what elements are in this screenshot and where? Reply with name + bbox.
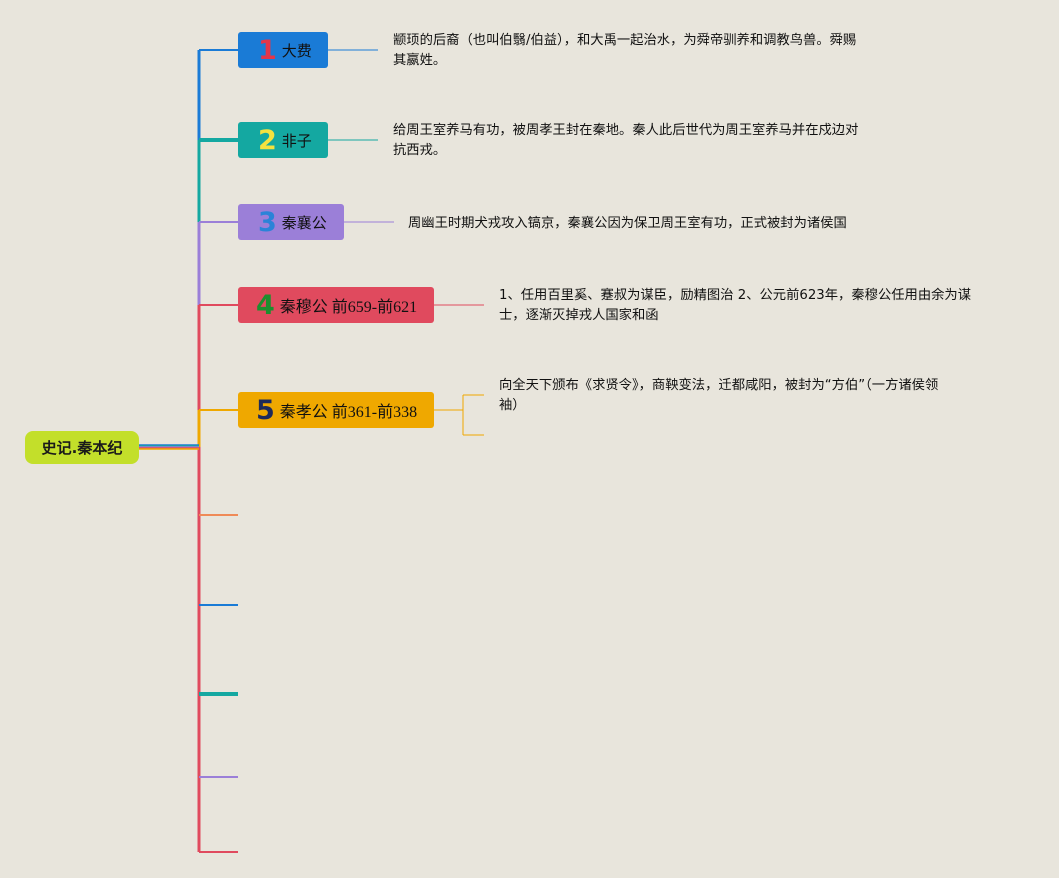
node-number-4: 4 <box>256 289 275 321</box>
description-line: 士，逐渐灭掉戎人国家和函 <box>499 308 659 323</box>
node-number-1: 1 <box>258 34 277 66</box>
node-description-3: 周幽王时期犬戎攻入镐京，秦襄公因为保卫周王室有功，正式被封为诸侯国 <box>408 214 847 234</box>
node-description-1: 颛顼的后裔（也叫伯翳/伯益），和大禹一起治水，为舜帝驯养和调教鸟兽。舜赐其嬴姓。 <box>393 31 856 71</box>
node-label-4: 秦穆公 前659-前621 <box>279 299 418 316</box>
node-description-2: 给周王室养马有功，被周孝王封在秦地。秦人此后世代为周王室养马并在戍边对抗西戎。 <box>393 121 858 161</box>
description-line: 抗西戎。 <box>393 143 447 158</box>
description-line: 1、任用百里奚、蹇叔为谋臣，励精图治 2、公元前623年，秦穆公任用由余为谋 <box>499 288 972 303</box>
node-number-3: 3 <box>258 206 277 238</box>
node-label-5: 秦孝公 前361-前338 <box>279 404 418 421</box>
description-line: 其嬴姓。 <box>393 53 447 68</box>
description-line: 向全天下颁布《求贤令》，商鞅变法，迁都咸阳，被封为“方伯”（一方诸侯领 <box>499 378 939 393</box>
root-topic[interactable]: 史记.秦本纪 <box>25 431 139 464</box>
node-label-1: 大费 <box>281 41 312 60</box>
node-label-3: 秦襄公 <box>281 213 327 232</box>
node-label-2: 非子 <box>281 131 312 150</box>
description-line: 周幽王时期犬戎攻入镐京，秦襄公因为保卫周王室有功，正式被封为诸侯国 <box>408 216 847 231</box>
description-line: 颛顼的后裔（也叫伯翳/伯益），和大禹一起治水，为舜帝驯养和调教鸟兽。舜赐 <box>393 33 857 48</box>
node-number-5: 5 <box>256 394 275 426</box>
description-line: 袖） <box>499 398 526 413</box>
node-number-2: 2 <box>258 124 277 156</box>
node-description-5: 向全天下颁布《求贤令》，商鞅变法，迁都咸阳，被封为“方伯”（一方诸侯领袖） <box>499 376 938 416</box>
root-topic-label: 史记.秦本纪 <box>41 439 123 457</box>
description-line: 给周王室养马有功，被周孝王封在秦地。秦人此后世代为周王室养马并在戍边对 <box>393 123 859 138</box>
node-description-4: 1、任用百里奚、蹇叔为谋臣，励精图治 2、公元前623年，秦穆公任用由余为谋士，… <box>499 286 971 326</box>
